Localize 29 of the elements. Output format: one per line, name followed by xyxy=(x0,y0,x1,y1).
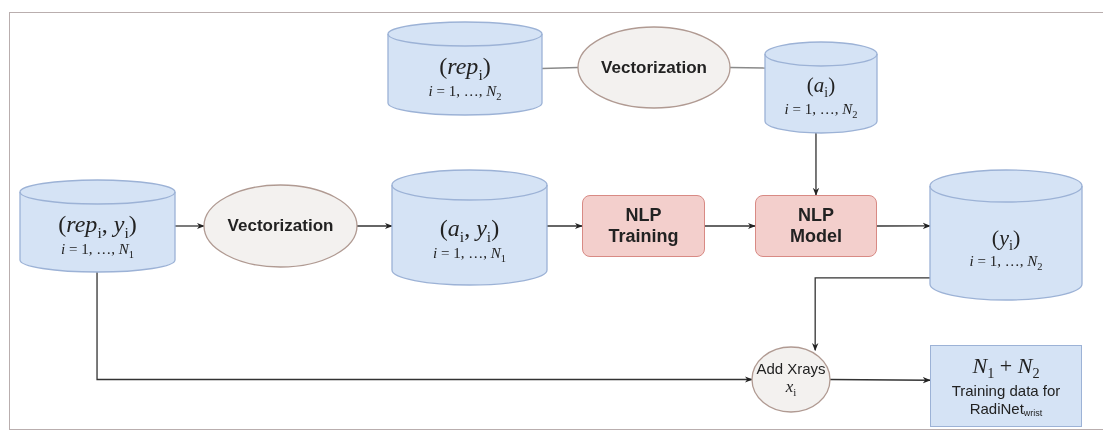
arrow xyxy=(704,222,756,230)
arrow xyxy=(876,222,931,230)
step-label: NLP Model xyxy=(789,205,843,247)
step-label: NLP Training xyxy=(607,205,680,247)
math-label: (a$_{i}$) xyxy=(806,74,836,101)
math-label: N$_{1}$ + N$_{2}$ xyxy=(972,354,1040,382)
output-label: Training data for RadiNet$_{wrist}$ xyxy=(950,381,1062,418)
process-box xyxy=(582,195,705,257)
step-label: Vectorization xyxy=(601,57,707,78)
step-label: Add Xrays xyxy=(756,360,826,378)
arrow xyxy=(96,271,753,383)
index-range: i = 1, …, N$_{2}$ xyxy=(784,101,858,121)
output-box xyxy=(930,345,1082,427)
index-range: i = 1, …, N$_{2}$ xyxy=(428,83,502,103)
index-range: i = 1, …, N$_{2}$ xyxy=(969,252,1043,273)
index-range: i = 1, …, N$_{1}$ xyxy=(61,240,134,261)
arrow xyxy=(812,277,931,352)
step-label: Vectorization xyxy=(227,216,334,236)
math-label: (a$_{i}$, y$_{i}$) xyxy=(439,216,500,246)
math-label: (y$_{i}$) xyxy=(991,225,1021,253)
math-label: (rep$_{i}$, y$_{i}$) xyxy=(58,211,137,241)
connector-line xyxy=(541,66,579,70)
process-box xyxy=(755,195,877,257)
arrow xyxy=(546,222,583,230)
math-label: x$_{i}$ xyxy=(785,378,797,399)
math-label: (rep$_{i}$) xyxy=(439,54,491,84)
arrow xyxy=(812,132,820,196)
arrow xyxy=(174,222,205,230)
index-range: i = 1, …, N$_{1}$ xyxy=(433,245,506,265)
